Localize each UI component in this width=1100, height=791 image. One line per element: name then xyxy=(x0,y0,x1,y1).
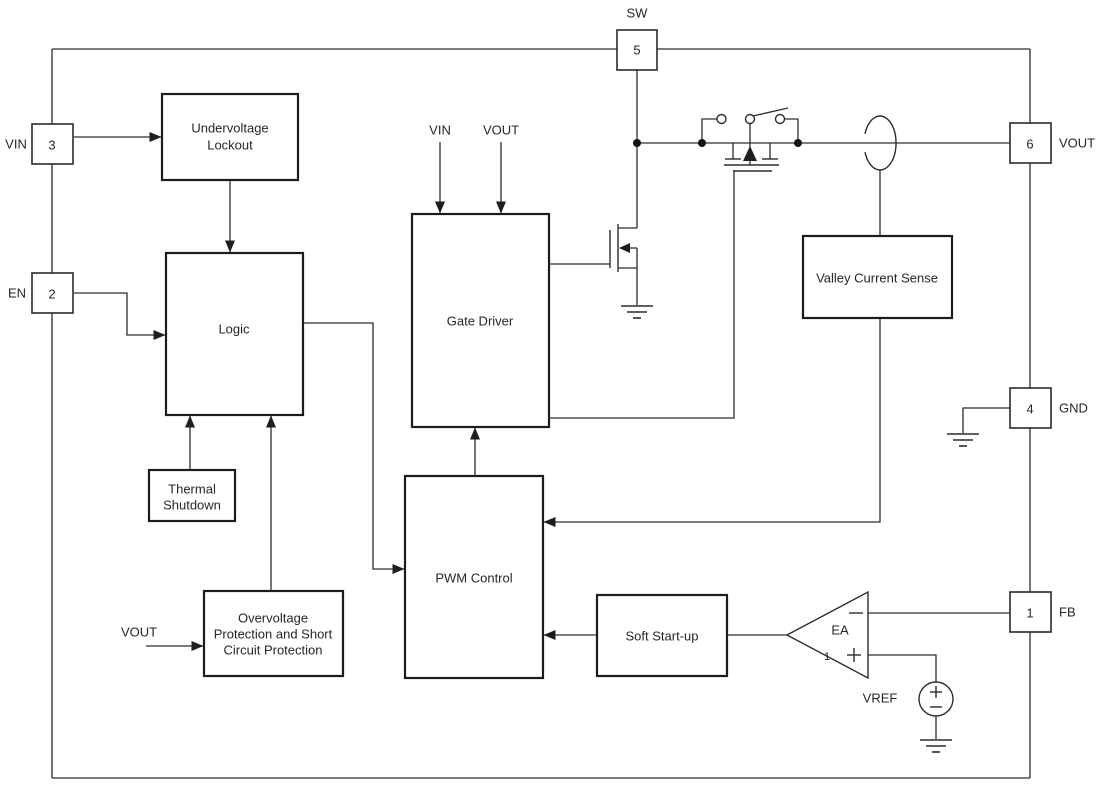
pin-gnd-number: 4 xyxy=(1026,402,1033,417)
body-select-switch-icon xyxy=(701,107,799,143)
vref-label: VREF xyxy=(863,691,898,706)
block-undervoltage-lockout: Undervoltage Lockout xyxy=(160,92,300,182)
pin-vin-label: VIN xyxy=(5,137,27,152)
current-sense-loop-icon xyxy=(864,115,897,171)
pin-vout-number: 6 xyxy=(1026,137,1033,152)
pin-vout-label: VOUT xyxy=(1059,136,1095,151)
gate-driver-vin-label: VIN xyxy=(429,123,451,138)
logic-label: Logic xyxy=(218,322,250,337)
ovp-vout-label: VOUT xyxy=(121,625,157,640)
block-soft-start: Soft Start-up xyxy=(595,593,729,678)
ovp-label-line3: Circuit Protection xyxy=(224,643,323,658)
pin-vin-number: 3 xyxy=(48,138,55,153)
ground-icon xyxy=(919,739,953,753)
pin-gnd-label: GND xyxy=(1059,401,1088,416)
soft-start-label: Soft Start-up xyxy=(626,629,699,644)
pwm-control-label: PWM Control xyxy=(435,571,512,586)
ovp-label-line1: Overvoltage xyxy=(238,611,308,626)
block-gate-driver: Gate Driver xyxy=(410,212,551,429)
wire-gate-driver-to-passfet-gate xyxy=(549,171,735,419)
uvlo-label-line2: Lockout xyxy=(207,138,253,153)
pin-vout: 6 VOUT xyxy=(1009,122,1095,164)
gate-driver-label: Gate Driver xyxy=(447,314,514,329)
pin-fb-number: 1 xyxy=(1026,606,1033,621)
vref-source-icon: VREF xyxy=(863,681,954,753)
body-diode-icon xyxy=(743,146,757,161)
junction-dot xyxy=(794,139,802,147)
passthrough-mosfet-icon xyxy=(724,123,779,172)
ea-node-label: 1 xyxy=(824,651,830,663)
pin-sw: 5 SW xyxy=(616,6,658,71)
block-ovp-scp: Overvoltage Protection and Short Circuit… xyxy=(202,589,345,678)
thermal-label-line1: Thermal xyxy=(168,482,216,497)
junction-dot xyxy=(633,139,641,147)
wire-logic-to-pwm xyxy=(303,322,405,574)
ground-icon xyxy=(620,305,654,319)
pin-sw-label: SW xyxy=(627,6,649,21)
block-pwm-control: PWM Control xyxy=(403,474,545,680)
valley-current-sense-label: Valley Current Sense xyxy=(816,271,938,286)
junction-dot xyxy=(698,139,706,147)
block-logic: Logic xyxy=(164,251,305,417)
ea-label: EA xyxy=(831,623,849,638)
pin-vin: 3 VIN xyxy=(5,123,74,165)
wire-valley-to-pwm xyxy=(543,318,881,527)
wire-en-to-logic xyxy=(74,292,166,340)
block-thermal-shutdown: Thermal Shutdown xyxy=(147,468,237,523)
block-valley-current-sense: Valley Current Sense xyxy=(801,234,954,320)
ovp-label-line2: Protection and Short xyxy=(214,627,333,642)
gate-driver-vout-label: VOUT xyxy=(483,123,519,138)
wire-vref-to-ea xyxy=(868,654,937,682)
pin-sw-number: 5 xyxy=(633,43,640,58)
lowside-mosfet-icon xyxy=(609,143,654,319)
pin-fb-label: FB xyxy=(1059,605,1076,620)
pin-en-label: EN xyxy=(8,286,26,301)
ic-boundary xyxy=(51,48,1031,779)
error-amplifier-icon: EA 1 xyxy=(785,590,869,680)
thermal-label-line2: Shutdown xyxy=(163,498,221,513)
uvlo-label-line1: Undervoltage xyxy=(191,121,268,136)
ground-icon xyxy=(946,433,980,447)
pin-fb: 1 FB xyxy=(1009,591,1076,633)
wire-gnd-pin-to-ground xyxy=(962,407,1010,433)
pin-gnd: 4 GND xyxy=(1009,387,1088,429)
pin-en-number: 2 xyxy=(48,287,55,302)
pin-en: 2 EN xyxy=(8,272,74,314)
